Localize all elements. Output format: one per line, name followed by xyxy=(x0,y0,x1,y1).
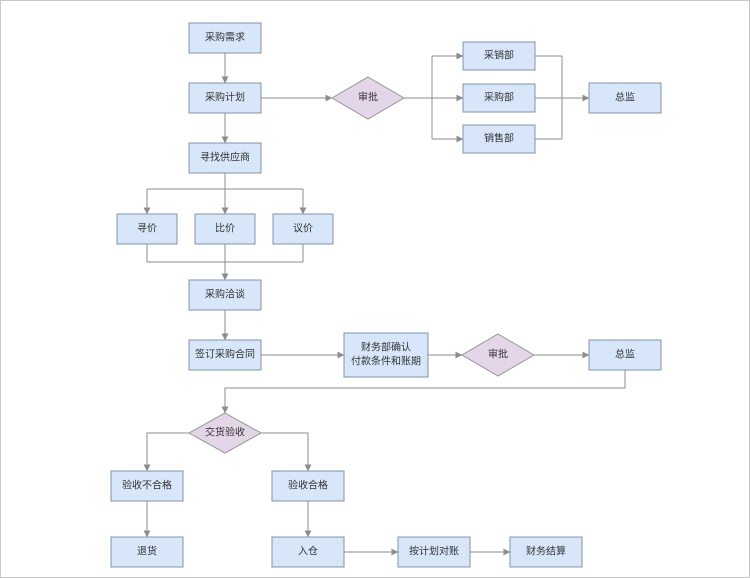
node-dept-sales-purchase: 采销部 xyxy=(462,41,536,71)
node-director-2: 总监 xyxy=(588,339,662,371)
decision-approval-1-label: 审批 xyxy=(358,91,378,104)
node-sign-contract: 签订采购合同 xyxy=(188,339,262,371)
node-inquiry-label: 寻价 xyxy=(137,223,157,235)
node-purchase-plan-label: 采购计划 xyxy=(205,91,245,104)
decision-approval-2: 审批 xyxy=(461,333,535,377)
node-settlement-box xyxy=(509,536,583,568)
node-negotiate-price-box xyxy=(272,213,334,245)
node-warehousing: 入仓 xyxy=(271,536,345,568)
node-find-supplier: 寻找供应商 xyxy=(188,142,262,174)
connector-director-to-inspection xyxy=(221,370,626,414)
connector-depts-merge xyxy=(535,55,563,140)
node-sign-contract-box xyxy=(188,339,262,371)
node-find-supplier-box xyxy=(188,142,262,174)
node-dept-sales-label: 销售部 xyxy=(484,132,514,145)
connector-to-inspection-failed xyxy=(143,432,189,472)
node-dept-purchase-box xyxy=(462,83,536,113)
node-inspection-passed-label: 验收合格 xyxy=(288,479,328,492)
node-inspection-passed-box xyxy=(271,470,345,502)
node-inspection-failed-box xyxy=(110,470,184,502)
node-find-supplier-label: 寻找供应商 xyxy=(200,151,250,164)
node-dept-sales-box xyxy=(462,124,536,154)
connector-to-inspection-passed xyxy=(261,432,312,472)
node-director-1-box xyxy=(588,82,662,114)
node-settlement: 财务结算 xyxy=(509,536,583,568)
node-compare-label: 比价 xyxy=(215,223,235,235)
decision-approval-1-diamond xyxy=(331,76,405,120)
node-purchase-plan-box xyxy=(188,82,262,114)
decision-approval-1: 审批 xyxy=(331,76,405,120)
node-compare-box xyxy=(194,213,256,245)
decision-approval-2-label: 审批 xyxy=(488,348,508,361)
node-dept-sales-purchase-label: 采销部 xyxy=(484,49,514,62)
node-purchase-demand-box xyxy=(188,22,262,54)
decision-delivery-inspection-diamond xyxy=(187,412,263,454)
node-purchase-demand: 采购需求 xyxy=(188,22,262,54)
node-sign-contract-label: 签订采购合同 xyxy=(195,348,255,361)
node-dept-sales: 销售部 xyxy=(462,124,536,154)
node-finance-confirm: 财务部确认 付款条件和账期 xyxy=(343,332,429,378)
node-purchase-negotiation-label: 采购洽谈 xyxy=(205,288,245,301)
node-director-1: 总监 xyxy=(588,82,662,114)
node-finance-confirm-label-line-2: 付款条件和账期 xyxy=(351,355,421,368)
node-finance-confirm-label-line-1: 财务部确认 xyxy=(361,341,411,354)
node-inspection-failed-label: 验收不合格 xyxy=(122,479,172,492)
node-reconcile-box xyxy=(397,536,471,568)
node-reconcile: 按计划对账 xyxy=(397,536,471,568)
decision-approval-2-diamond xyxy=(461,333,535,377)
connectors xyxy=(143,52,626,556)
node-negotiate-price: 议价 xyxy=(272,213,334,245)
node-dept-purchase-label: 采购部 xyxy=(484,91,514,104)
node-purchase-plan: 采购计划 xyxy=(188,82,262,114)
node-director-2-label: 总监 xyxy=(615,348,635,361)
node-return-goods-box xyxy=(110,536,184,568)
node-inquiry: 寻价 xyxy=(116,213,178,245)
node-finance-confirm-box xyxy=(343,332,429,378)
node-purchase-negotiation-box xyxy=(188,279,262,311)
node-settlement-label: 财务结算 xyxy=(526,545,566,558)
node-return-goods-label: 退货 xyxy=(137,545,157,558)
node-inspection-passed: 验收合格 xyxy=(271,470,345,502)
node-dept-sales-purchase-box xyxy=(462,41,536,71)
node-inquiry-box xyxy=(116,213,178,245)
node-director-1-label: 总监 xyxy=(615,91,635,104)
node-inspection-failed: 验收不合格 xyxy=(110,470,184,502)
node-negotiate-price-label: 议价 xyxy=(293,223,313,235)
node-purchase-negotiation: 采购洽谈 xyxy=(188,279,262,311)
node-compare: 比价 xyxy=(194,213,256,245)
node-warehousing-label: 入仓 xyxy=(298,545,318,558)
node-warehousing-box xyxy=(271,536,345,568)
decision-delivery-inspection-label: 交货验收 xyxy=(205,426,245,439)
node-reconcile-label: 按计划对账 xyxy=(409,545,459,558)
node-director-2-box xyxy=(588,339,662,371)
node-dept-purchase: 采购部 xyxy=(462,83,536,113)
node-purchase-demand-label: 采购需求 xyxy=(205,31,245,44)
node-return-goods: 退货 xyxy=(110,536,184,568)
decision-delivery-inspection: 交货验收 xyxy=(187,412,263,454)
